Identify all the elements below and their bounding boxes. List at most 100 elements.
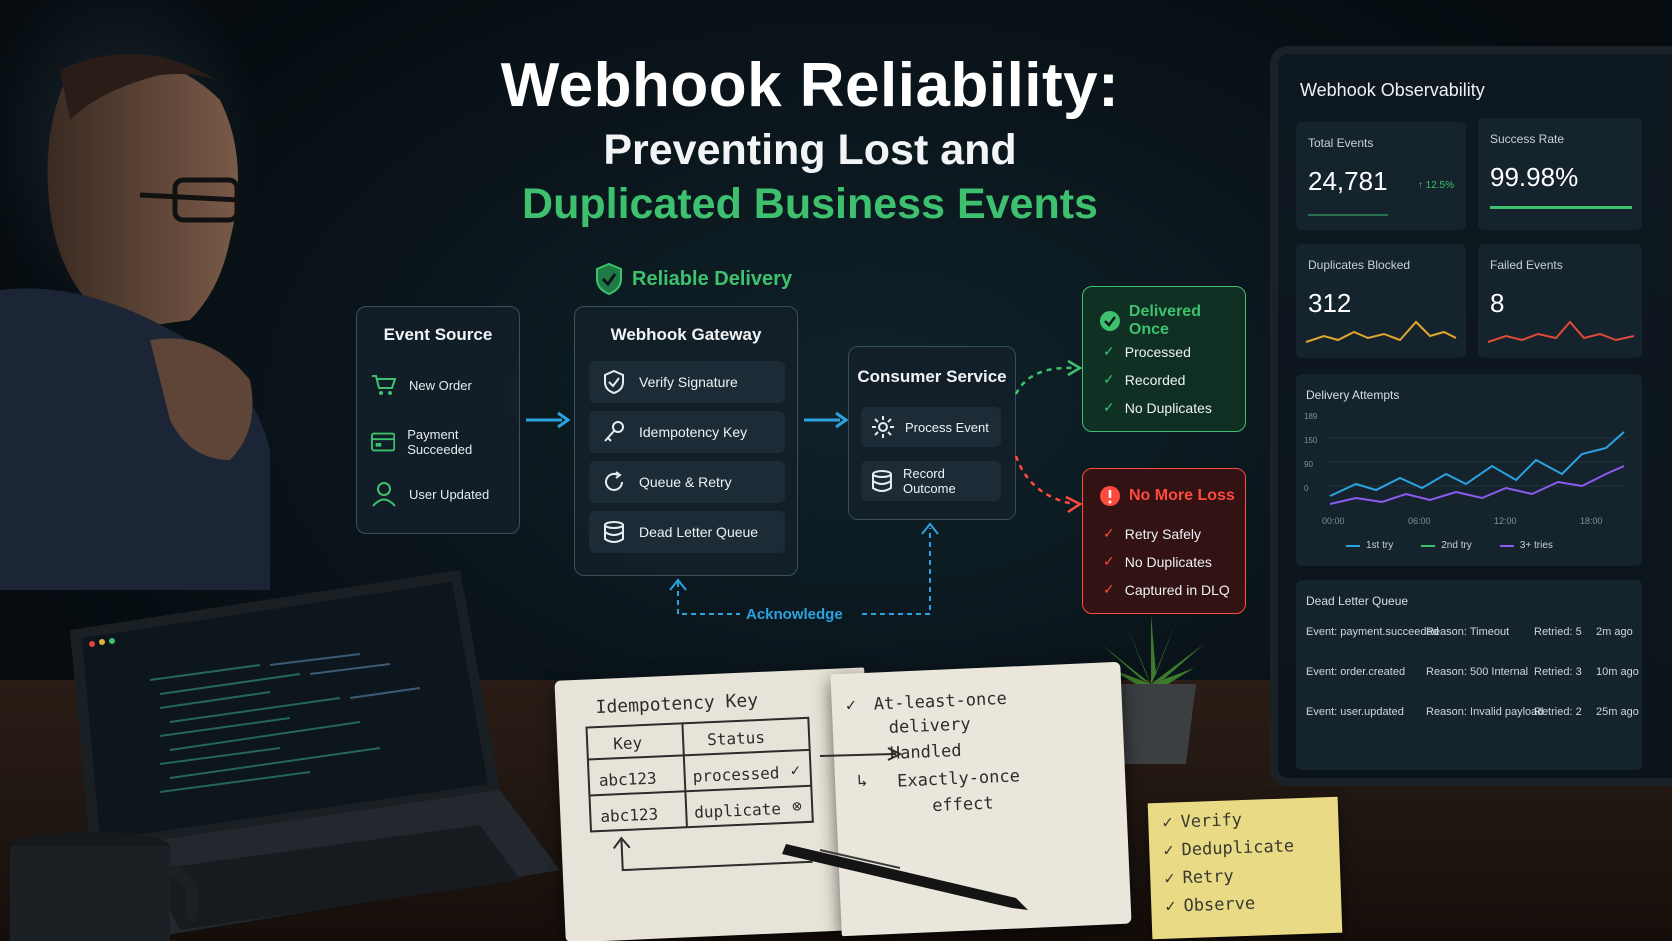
duplicates-blocked-value: 312: [1308, 288, 1352, 318]
notebook-col-key: Key: [612, 733, 643, 754]
reliable-delivery-label: Reliable Delivery: [632, 267, 793, 290]
notebook-col-status: Status: [706, 727, 766, 750]
sticky-item-3: ✓Retry: [1164, 866, 1234, 888]
gear-icon: [872, 416, 894, 438]
reliable-delivery-badge: Reliable Delivery: [594, 262, 792, 296]
delivered-once-header: Delivered Once: [1099, 303, 1245, 339]
notebook-heading: Idempotency Key: [595, 690, 759, 719]
dead-letter-queue-label: Dead Letter Queue: [639, 524, 759, 540]
no-more-loss-title: No More Loss: [1129, 487, 1235, 504]
dlq-reason: Reason: Invalid payload: [1426, 706, 1544, 718]
plant-illustration: [1101, 614, 1204, 764]
consumer-service-panel: Consumer Service Process Event Record Ou…: [848, 346, 1016, 520]
notebook-row-1-status: processed: [692, 763, 780, 786]
acknowledge-loop-arrow: [669, 522, 939, 615]
check-icon: ✓: [1103, 553, 1115, 569]
laptop-illustration: [70, 570, 560, 941]
delivered-item-processed: ✓ Processed: [1103, 343, 1191, 360]
new-order-label: New Order: [409, 377, 472, 393]
dlq-age: 10m ago: [1596, 666, 1639, 678]
gateway-item-dead-letter-queue: Dead Letter Queue: [589, 511, 785, 553]
total-events-value: 24,781: [1308, 166, 1388, 196]
loss-item-captured-dlq: ✓ Captured in DLQ: [1103, 581, 1230, 598]
total-events-card: Total Events 24,781 ↑ 12.5%: [1296, 122, 1466, 230]
arrows-consumer-to-results: [1014, 359, 1083, 514]
dlq-reason: Reason: 500 Internal: [1426, 666, 1529, 678]
check-icon: ✓: [1103, 399, 1115, 415]
total-events-label: Total Events: [1308, 136, 1374, 150]
page-title: Webhook Reliability:: [500, 51, 1120, 120]
delivered-item-label: Recorded: [1124, 371, 1186, 388]
notebook-note-1: At-least-once: [873, 688, 1008, 715]
dead-letter-queue-card: Dead Letter Queue: [1296, 580, 1642, 770]
webhook-gateway-title: Webhook Gateway: [610, 325, 762, 344]
notebook-note-4: Exactly-once: [896, 766, 1021, 792]
series-line-3-tries: [1329, 465, 1625, 505]
failed-events-value: 8: [1490, 288, 1505, 318]
record-outcome-label: Record Outcome: [902, 466, 956, 496]
check-icon: ✓: [790, 760, 801, 780]
duplicates-blocked-label: Duplicates Blocked: [1308, 258, 1411, 272]
dead-letter-queue-label: Dead Letter Queue: [1306, 594, 1409, 608]
consumer-service-title: Consumer Service: [857, 367, 1007, 386]
sticky-item-label: Verify: [1180, 810, 1243, 833]
arrow-source-to-gateway: [526, 411, 571, 429]
consumer-item-record-outcome: Record Outcome: [861, 461, 1001, 501]
notebook-note-2: delivery: [888, 714, 972, 738]
check-icon: ✓: [1103, 525, 1115, 541]
sticky-item-1: ✓Verify: [1162, 810, 1242, 833]
legend-swatch: [1421, 544, 1436, 547]
consumer-item-process-event: Process Event: [861, 407, 1001, 447]
cross-circle-icon: ⊗: [791, 796, 803, 816]
no-more-loss-header: No More Loss: [1099, 485, 1235, 507]
page-subtitle-line-2: Duplicated Business Events: [522, 180, 1098, 228]
dlq-age: 2m ago: [1596, 626, 1633, 638]
acknowledge-label: Acknowledge: [746, 606, 843, 623]
event-source-panel: Event Source New Order Payment Succeeded…: [356, 306, 520, 534]
sticky-item-4: ✓Observe: [1165, 894, 1256, 917]
user-updated-label: User Updated: [409, 486, 490, 502]
check-icon: ✓: [1103, 581, 1115, 597]
success-rate-value: 99.98%: [1490, 162, 1579, 192]
delivered-once-title: Delivered Once: [1128, 303, 1201, 338]
check-icon: ✓: [845, 695, 857, 716]
x-tick-label: 18:00: [1580, 516, 1603, 526]
loss-item-label: Captured in DLQ: [1124, 581, 1230, 598]
sticky-item-label: Retry: [1182, 866, 1235, 889]
event-source-item-payment: Payment Succeeded: [371, 427, 519, 457]
legend-swatch: [1346, 544, 1360, 547]
page-subtitle-line-1: Preventing Lost and: [603, 126, 1017, 174]
failed-events-label: Failed Events: [1490, 258, 1563, 272]
dlq-reason: Reason: Timeout: [1426, 626, 1510, 638]
legend-label: 1st try: [1366, 540, 1394, 551]
cart-icon: [372, 375, 397, 395]
delivered-item-no-duplicates: ✓ No Duplicates: [1103, 399, 1212, 416]
total-events-bar: [1308, 214, 1388, 216]
x-tick-label: 06:00: [1408, 516, 1431, 526]
total-events-delta: ↑ 12.5%: [1417, 180, 1454, 191]
x-tick-label: 00:00: [1322, 516, 1345, 526]
check-circle-icon: [1099, 311, 1120, 331]
x-tick-label: 12:00: [1494, 516, 1517, 526]
check-icon: ✓: [1103, 343, 1115, 359]
loss-item-no-duplicates: ✓ No Duplicates: [1103, 553, 1212, 570]
alert-circle-icon: [1100, 486, 1120, 506]
legend-item: 3+ tries: [1499, 540, 1553, 551]
success-rate-label: Success Rate: [1490, 132, 1565, 146]
notebook-arrow: [819, 747, 903, 761]
notebook-left-page: Idempotency Key Key Status abc123 proces…: [554, 667, 876, 941]
person-illustration: [0, 54, 270, 590]
sticky-note: ✓Verify ✓Deduplicate ✓Retry ✓Observe: [1147, 796, 1343, 940]
delivered-item-label: No Duplicates: [1124, 399, 1212, 416]
duplicates-blocked-card: Duplicates Blocked 312: [1296, 244, 1466, 358]
loss-item-retry-safely: ✓ Retry Safely: [1103, 525, 1201, 542]
gateway-item-queue-retry: Queue & Retry: [589, 461, 785, 503]
dlq-retried: Retried: 5: [1534, 626, 1582, 638]
check-icon: ✓: [1163, 840, 1174, 861]
failed-events-card: Failed Events 8: [1478, 244, 1642, 358]
notebook-row-2-key: abc123: [599, 804, 659, 827]
dlq-event: Event: order.created: [1306, 666, 1406, 678]
arrow-gateway-to-consumer: [804, 411, 849, 429]
notebook-loop-arrow: [612, 836, 813, 872]
